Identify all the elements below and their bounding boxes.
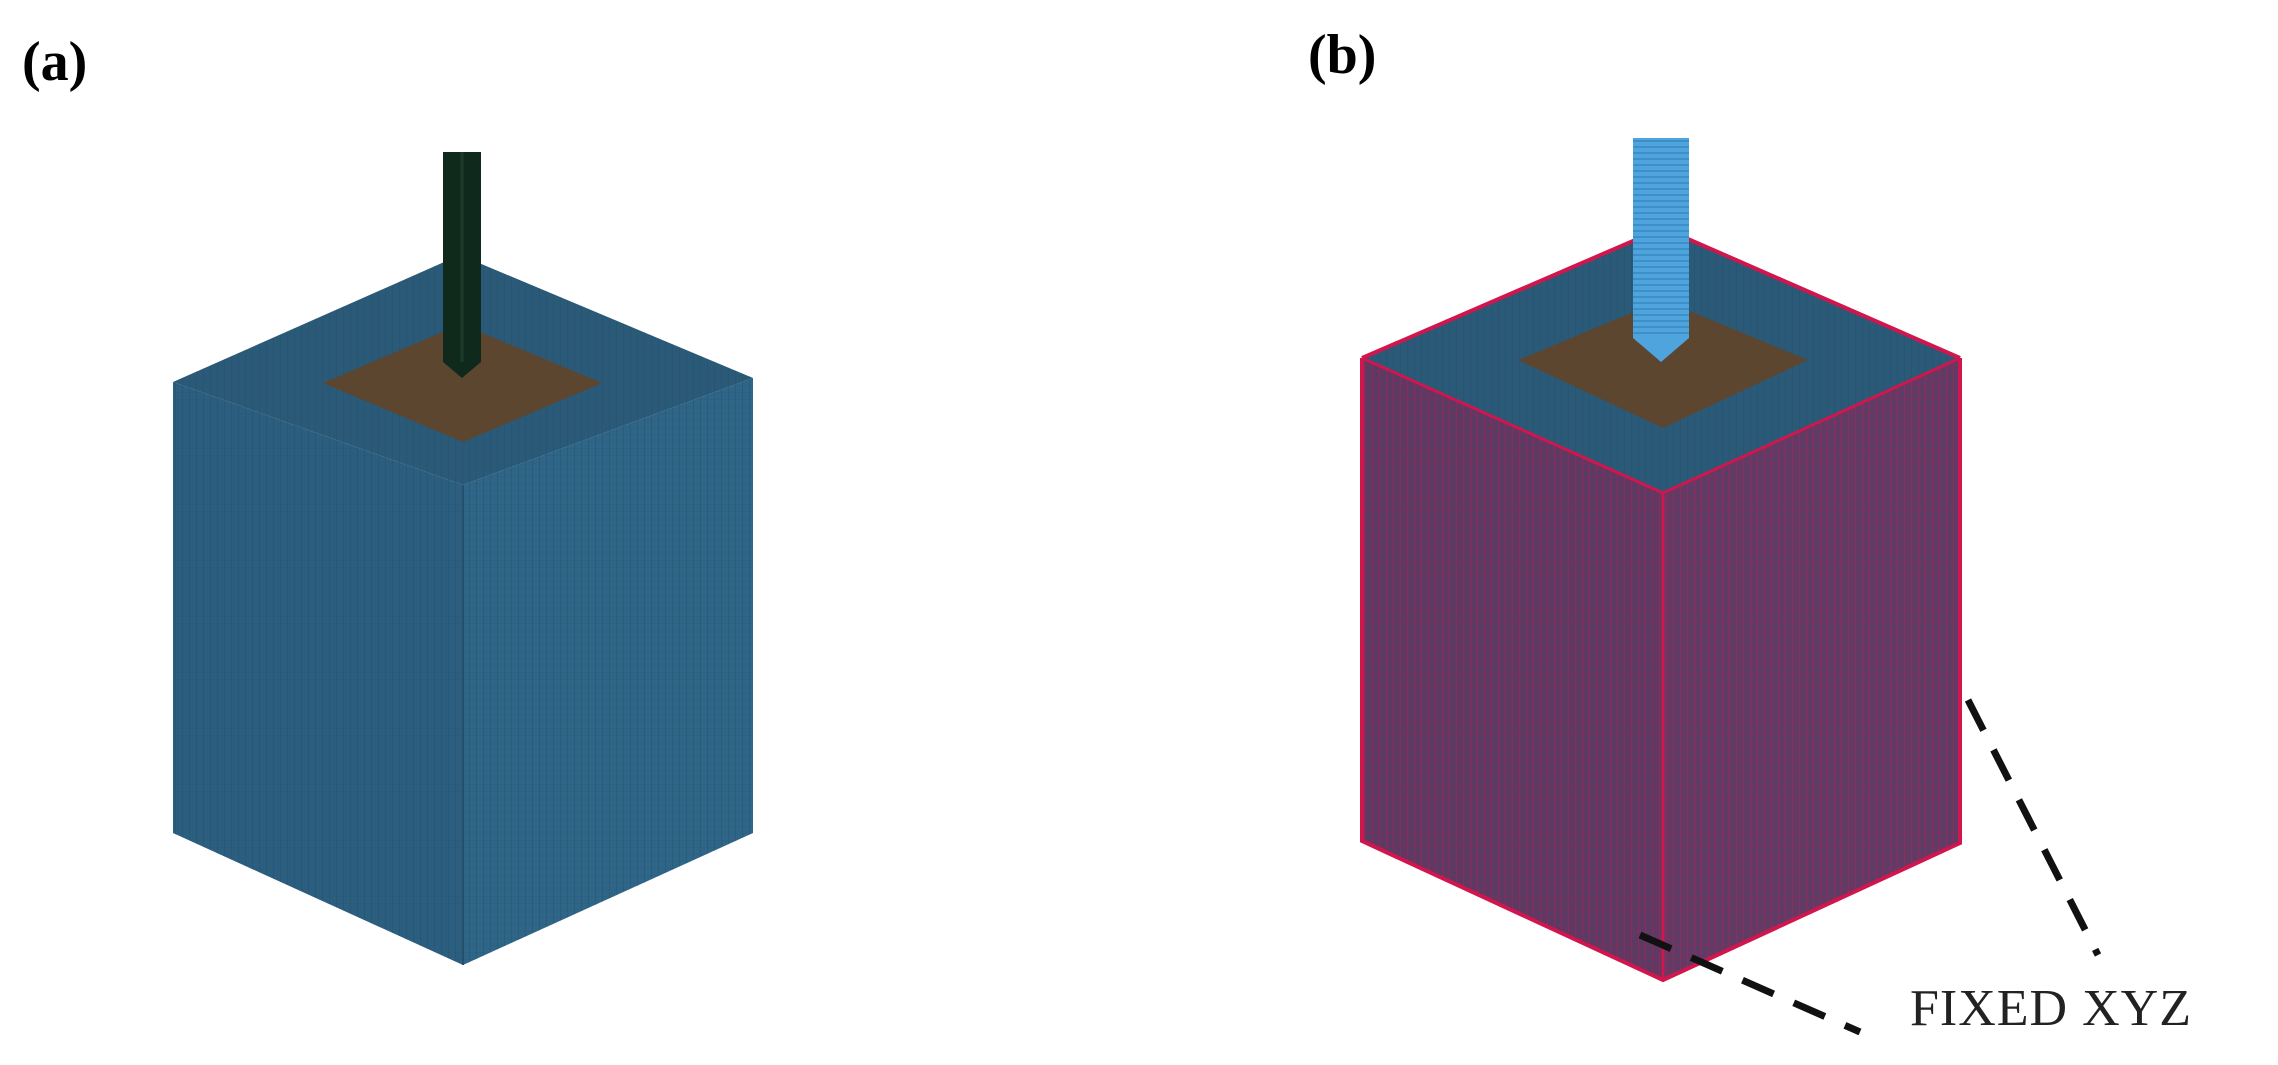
panel-b: (b): [1308, 24, 2192, 1037]
pile-b: [1633, 138, 1689, 362]
panel-b-label: (b): [1308, 24, 1376, 86]
fixed-xyz-label: FIXED XYZ: [1910, 980, 2192, 1037]
pile-a: [443, 152, 481, 378]
panel-a-label: (a): [22, 31, 87, 93]
leader-line-bottom: [1638, 931, 1862, 1036]
fixed-xyz-leaders: [1638, 698, 2102, 1036]
leader-line-right-face: [1964, 698, 2102, 957]
panel-a: (a): [22, 31, 753, 965]
pile-b-tip: [1633, 338, 1689, 362]
pad-a: [323, 324, 602, 442]
pad-b: [1518, 300, 1808, 428]
pile-a-tip: [443, 362, 481, 378]
